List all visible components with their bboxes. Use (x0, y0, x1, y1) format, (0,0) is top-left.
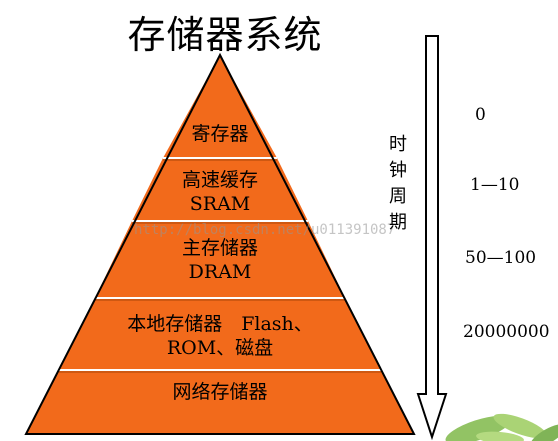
tier-main-memory-line2: DRAM (188, 261, 252, 283)
tier-separators (59, 157, 381, 371)
tier-register-shape (163, 55, 277, 158)
leaf-decoration (445, 413, 558, 441)
cycle-register: 0 (475, 105, 486, 125)
pyramid-outline (24, 52, 416, 435)
tier-local-storage-line2: ROM、磁盘 (166, 337, 274, 359)
tier-main-memory-shape (95, 221, 345, 298)
tier-network-storage-line1: 网络存储器 (172, 381, 268, 403)
clock-cycle-label: 时钟周期 (389, 134, 407, 233)
cycle-main-memory: 50—100 (465, 248, 537, 268)
tier-register-line1: 寄存器 (191, 123, 249, 145)
tier-local-storage-line1: 本地存储器 Flash、 (127, 313, 313, 335)
tier-register-label: 寄存器 (150, 122, 290, 146)
tier-cache-label: 高速缓存 SRAM (140, 168, 300, 216)
tier-network-storage-shape (26, 370, 414, 434)
tier-main-memory-line1: 主存储器 (181, 237, 258, 259)
cycle-local-storage: 20000000 (463, 322, 550, 342)
tier-network-storage-label: 网络存储器 (100, 380, 340, 404)
tier-local-storage-shape (59, 298, 381, 370)
page-title: 存储器系统 (127, 13, 323, 57)
tier-cache-shape (132, 158, 308, 221)
tier-cache-line2: SRAM (189, 193, 251, 215)
watermark: http://blog.csdn.net/u011391087 (134, 222, 396, 238)
tier-separator-shadows (59, 159, 381, 373)
cycle-cache: 1—10 (470, 175, 520, 195)
tier-cache-line1: 高速缓存 (181, 169, 258, 191)
tier-local-storage-label: 本地存储器 Flash、 ROM、磁盘 (80, 312, 360, 360)
clock-cycle-arrow (416, 35, 448, 441)
tier-main-memory-label: 主存储器 DRAM (120, 236, 320, 284)
